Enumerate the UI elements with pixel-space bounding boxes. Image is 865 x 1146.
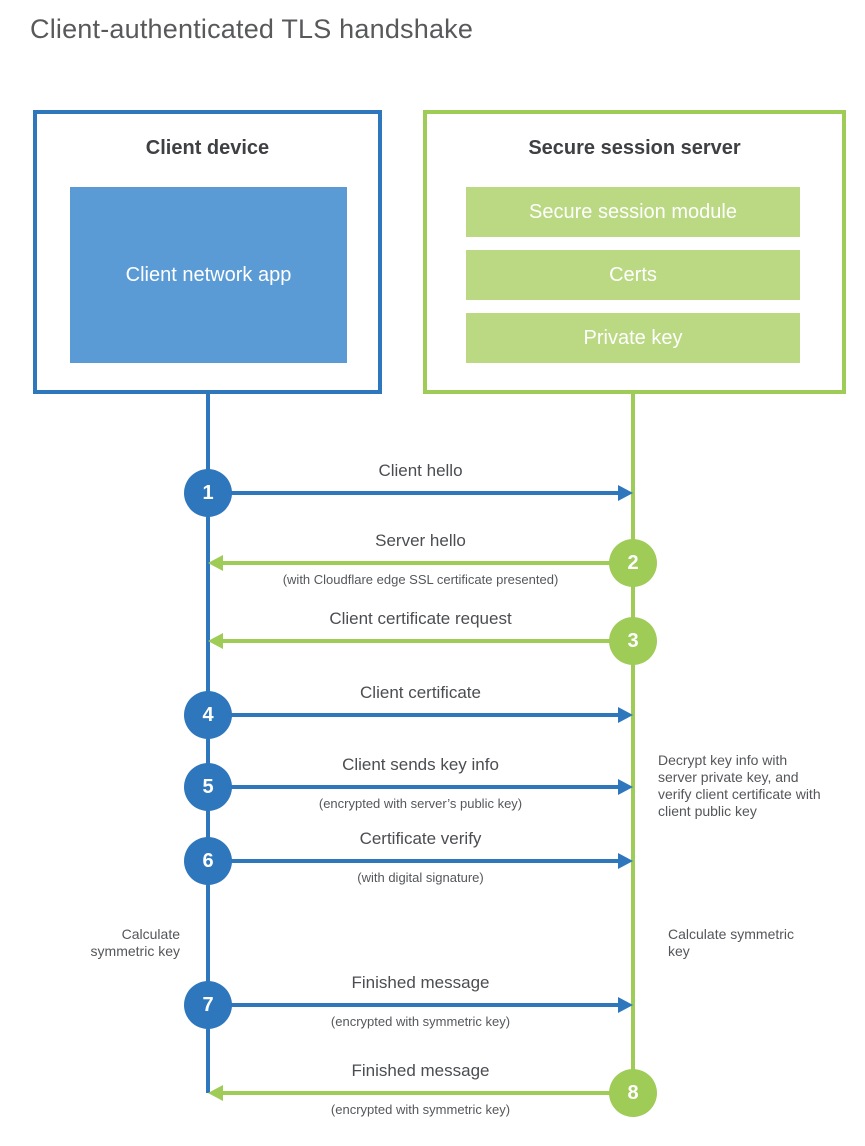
arrow-shaft	[210, 1003, 621, 1007]
step-3-arrow-left-icon	[208, 633, 631, 649]
step-2-sublabel: (with Cloudflare edge SSL certificate pr…	[282, 572, 559, 587]
step-5-label: Client sends key info	[342, 755, 499, 774]
step-7-number: 7	[202, 993, 214, 1016]
step-8-sublabel: (encrypted with symmetric key)	[330, 1102, 511, 1117]
step-7-arrow-right-icon	[210, 997, 633, 1013]
step-3-circle: 3	[609, 617, 657, 665]
arrow-shaft	[220, 561, 631, 565]
step-3-label: Client certificate request	[329, 609, 512, 628]
arrow-shaft	[220, 639, 631, 643]
step-5-sublabel: (encrypted with server’s public key)	[318, 796, 523, 811]
arrow-shaft	[210, 491, 621, 495]
step-4-number: 4	[202, 703, 214, 726]
server-decrypt-note: Decrypt key info with server private key…	[658, 752, 821, 819]
server-calculate-note: Calculate symmetric key	[668, 926, 795, 959]
step-5-arrow-right-icon	[210, 779, 633, 795]
step-7-circle: 7	[184, 981, 232, 1029]
arrow-shaft	[210, 785, 621, 789]
arrow-shaft	[210, 859, 621, 863]
client-device-title: Client device	[145, 137, 270, 159]
arrowhead-icon	[208, 633, 223, 649]
step-7-label: Finished message	[351, 973, 490, 992]
step-2-number: 2	[627, 551, 639, 574]
step-6-circle: 6	[184, 837, 232, 885]
server-module-certs: Certs	[466, 250, 800, 300]
step-5-number: 5	[202, 775, 214, 798]
step-8-number: 8	[627, 1081, 639, 1104]
arrowhead-icon	[618, 853, 633, 869]
arrowhead-icon	[208, 1085, 223, 1101]
step-6-number: 6	[202, 849, 214, 872]
step-2-label: Server hello	[375, 531, 466, 550]
step-1-circle: 1	[184, 469, 232, 517]
server-module-secure-session: Secure session module	[466, 187, 800, 237]
arrow-shaft	[220, 1091, 631, 1095]
arrowhead-icon	[618, 779, 633, 795]
server-lifeline	[631, 392, 635, 1093]
step-1-number: 1	[202, 481, 214, 504]
step-4-circle: 4	[184, 691, 232, 739]
client-network-app-label: Client network app	[125, 264, 292, 286]
step-1-label: Client hello	[378, 461, 463, 480]
step-2-arrow-left-icon	[208, 555, 631, 571]
step-3-number: 3	[627, 629, 639, 652]
arrowhead-icon	[618, 485, 633, 501]
arrow-shaft	[210, 713, 621, 717]
client-lifeline	[206, 392, 210, 1093]
client-calculate-note: Calculate symmetric key	[90, 926, 180, 959]
step-2-circle: 2	[609, 539, 657, 587]
step-5-circle: 5	[184, 763, 232, 811]
page-title: Client-authenticated TLS handshake	[30, 14, 474, 44]
arrowhead-icon	[208, 555, 223, 571]
step-4-label: Client certificate	[360, 683, 481, 702]
step-6-arrow-right-icon	[210, 853, 633, 869]
step-7-sublabel: (encrypted with symmetric key)	[330, 1014, 511, 1029]
step-4-arrow-right-icon	[210, 707, 633, 723]
step-6-label: Certificate verify	[359, 829, 482, 848]
client-network-app-box: Client network app	[70, 187, 347, 363]
arrowhead-icon	[618, 997, 633, 1013]
arrowhead-icon	[618, 707, 633, 723]
server-module-private-key: Private key	[466, 313, 800, 363]
step-8-label: Finished message	[351, 1061, 490, 1080]
step-1-arrow-right-icon	[210, 485, 633, 501]
step-6-sublabel: (with digital signature)	[357, 870, 484, 885]
secure-session-server-title: Secure session server	[528, 137, 741, 159]
step-8-circle: 8	[609, 1069, 657, 1117]
step-8-arrow-left-icon	[208, 1085, 631, 1101]
